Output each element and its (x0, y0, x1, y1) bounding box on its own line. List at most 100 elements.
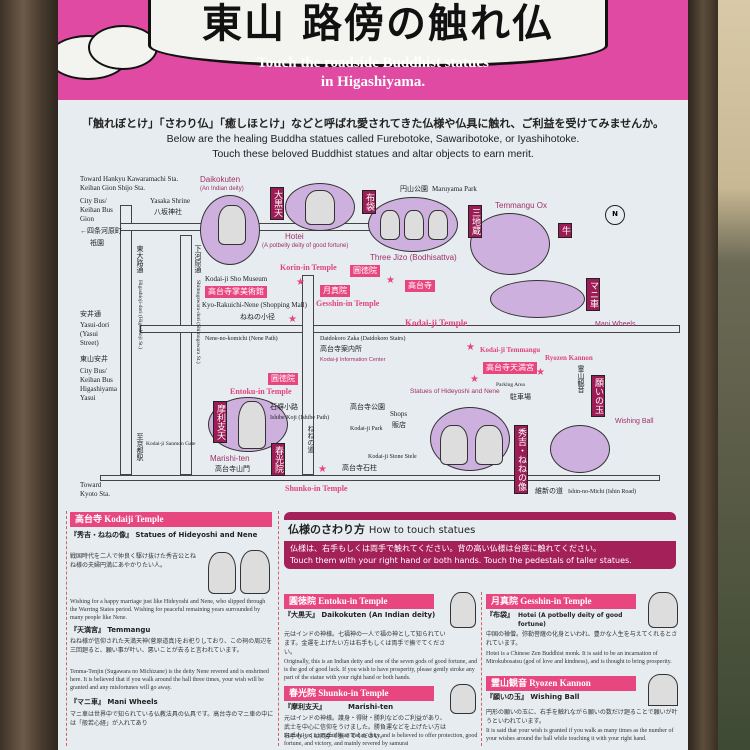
tag-gesshin[interactable]: 月真院 (320, 285, 350, 297)
tag-temmangu[interactable]: 高台寺天満宮 (483, 362, 537, 374)
tag-mani: マニ車 (586, 278, 600, 311)
bubble-ox (470, 213, 550, 275)
label-toward-kyoto: Toward Kyoto Sta. (80, 481, 110, 498)
bubble-wishing (550, 425, 610, 473)
label-kodaiji[interactable]: Kodai-ji Temple (405, 318, 468, 328)
howto-title: 仏様のさわり方 How to touch statues (288, 523, 676, 538)
hideyoshi-statue (475, 425, 503, 465)
label-korin[interactable]: Korin-in Temple (280, 263, 337, 272)
label-nene-path: Nene-no-komichi (Nene Path) (205, 336, 278, 342)
tag-marishiten: 摩利支天 (213, 401, 227, 443)
label-kyo-rakuichi: Kyo-Rakuichi-Nene (Shopping Mall) (202, 301, 307, 309)
label-sanmon-jp: 高台寺山門 (215, 465, 250, 473)
label-maruyama: Maruyama Park (432, 185, 477, 193)
temmangu-jp: ねね様が信仰された天満天神(菅原道真)をお祀りしており、この祠の周辺を三回廻ると… (70, 638, 273, 654)
marishi-jp: 元はインドの神様。護身・得財・勝利などのご利益があり、武士を中心に信仰をうけまし… (284, 715, 447, 740)
road-shimogawara (180, 235, 192, 475)
label-toward-hankyu: Toward Hankyu Kawaramachi Sta. Keihan Gi… (80, 175, 179, 192)
daikoku-jp: 元はインドの神様。七福神の一人で福の神として知られています。金運を上げたい方は右… (284, 631, 446, 656)
nene-statue-illustration (208, 552, 236, 594)
intro-text: 「触れぼとけ」「さわり仏」「癒しほとけ」などと呼ばれ愛されてきた仏様や仏具に触れ… (58, 116, 688, 162)
label-shops-jp: 販店 (392, 421, 406, 429)
label-gion: 祇園 (90, 239, 104, 247)
temmangu-en: Tenma-Tenjin (Sugawara no Michizane) is … (70, 669, 269, 691)
wish-en: It is said that your wish is granted if … (486, 728, 674, 742)
tag-ox: 牛 (558, 223, 572, 238)
tag-shunko: 春光院 (271, 443, 285, 476)
label-ishibe: Ishibe Koji (Ishibe Path) (270, 415, 330, 421)
panel-entoku-header: 圓徳院 Entoku-in Temple (284, 594, 434, 609)
label-nene-kouji: ねねの小径 (240, 313, 275, 321)
label-ishibe-jp: 石塀小路 (270, 403, 298, 411)
label-higashioji: Higashioji-dori (Higashioji St.) (137, 280, 143, 349)
divider (278, 511, 279, 746)
jizo-statue (404, 210, 424, 240)
sign-title: 東山 路傍の触れ仏 (202, 0, 554, 47)
label-yasui-jp: 安井通 (80, 310, 101, 318)
hideyoshi-en: Wishing for a happy marriage just like H… (70, 599, 266, 621)
tag-korin[interactable]: 圓徳院 (350, 265, 380, 277)
hideyoshi-statue-illustration (240, 550, 270, 594)
mani-jp: マニ車は世界中で知られている仏教法具の仏具です。高台寺のマニ車の中には「般若心経… (70, 711, 274, 727)
intro-english: Below are the healing Buddha statues cal… (58, 132, 688, 162)
star-marker-icon: ★ (536, 367, 545, 378)
marishi-heading: 『摩利支天』 (284, 703, 326, 711)
label-shimogawara-jp: 下河原通 (194, 245, 202, 273)
hotei-sub: Hotei (A potbelly deity of good fortune) (518, 612, 623, 628)
star-marker-icon: ★ (386, 275, 395, 286)
panel-ryozen-header: 霊山観音 Ryozen Kannon (486, 676, 636, 691)
label-nene-no-michi: ねねの道 (307, 425, 315, 453)
label-info-jp: 高台寺案内所 (320, 345, 362, 353)
label-daikokuten-sub: (An Indian deity) (200, 186, 244, 192)
hotei-statue (305, 190, 335, 225)
road-higashioji (120, 205, 132, 475)
divider (481, 592, 482, 746)
label-hideyoshi: Statues of Hideyoshi and Nene (410, 388, 500, 395)
wish-heading: 『願いの玉』 Wishing Ball (486, 693, 580, 701)
background-wall (718, 0, 750, 750)
intro-line: Below are the healing Buddha statues cal… (166, 133, 580, 145)
label-bus-gion: City Bus/ Keihan Bus Gion (80, 197, 113, 223)
label-shijo: ←四条河原町 (80, 227, 122, 235)
hideyoshi-heading: 『秀吉・ねねの像』 Statues of Hideyoshi and Nene (70, 531, 258, 539)
daikokuten-statue (218, 205, 246, 245)
road-nene-path (140, 325, 680, 333)
how-to-touch-box: 仏様のさわり方 How to touch statues 仏様は、右手もしくは両… (284, 512, 676, 569)
nene-statue (440, 425, 468, 465)
star-marker-icon: ★ (318, 464, 327, 475)
label-stone-stele-jp: 高台寺石柱 (342, 464, 377, 472)
label-shunko[interactable]: Shunko-in Temple (285, 484, 348, 493)
label-mani: Mani Wheels (595, 321, 636, 328)
howto-instructions: 仏様は、右手もしくは両手で触れてください。背の高い仏様は台座に触れてください。 … (284, 541, 676, 569)
label-stone-stele: Kodai-ji Stone Stele (368, 454, 417, 460)
marishiten-statue-illustration (450, 684, 476, 714)
label-gesshin[interactable]: Gesshin-in Temple (316, 299, 380, 308)
jizo-statue (380, 210, 400, 240)
tag-kodaiji[interactable]: 高台寺 (405, 280, 435, 292)
label-higashiyama-yasui: 東山安井 (80, 355, 108, 363)
label-entoku[interactable]: Entoku-in Temple (230, 387, 292, 396)
temmangu-heading: 『天満宮』 Temmangu (70, 626, 151, 634)
star-marker-icon: ★ (296, 277, 305, 288)
label-jizo: Three Jizo (Bodhisattva) (370, 253, 457, 262)
label-yasaka: Yasaka Shrine (150, 197, 190, 205)
label-temmangu[interactable]: Kodai-ji Temmangu (480, 346, 541, 354)
hotei-statue-illustration (648, 592, 678, 628)
label-sanmon: Kodai-ji Sanmon Gate (146, 441, 196, 447)
label-hotei-sub: (A potbelly deity of good fortune) (262, 243, 349, 249)
marishiten-statue (238, 401, 266, 449)
label-ryozen-jp: 霊山観音 (577, 365, 585, 393)
label-daidokoro: Daidokoro Zaka (Daidokoro Stairs) (320, 336, 406, 342)
howto-title-en: How to touch statues (368, 525, 476, 536)
label-shimogawara: Shimogawara-dori (Shimogawara St.) (195, 280, 201, 364)
tag-hideyoshi: 秀吉・ねねの像 (514, 425, 528, 494)
star-marker-icon: ★ (470, 374, 479, 385)
label-kyoto-jp: 至京都駅 (136, 433, 144, 461)
label-ryozen[interactable]: Ryozen Kannon (545, 354, 593, 362)
wooden-post-right (688, 0, 718, 750)
tag-entoku[interactable]: 圓徳院 (268, 373, 298, 385)
tag-museum[interactable]: 高台寺掌美術館 (205, 286, 267, 298)
label-bus-higashiyama: City Bus/ Keihan Bus Higashiyama Yasui (80, 367, 117, 402)
label-ishin: Ishin-no-Michi (Ishin Road) (568, 489, 636, 495)
tag-wishing: 願いの玉 (591, 375, 605, 417)
